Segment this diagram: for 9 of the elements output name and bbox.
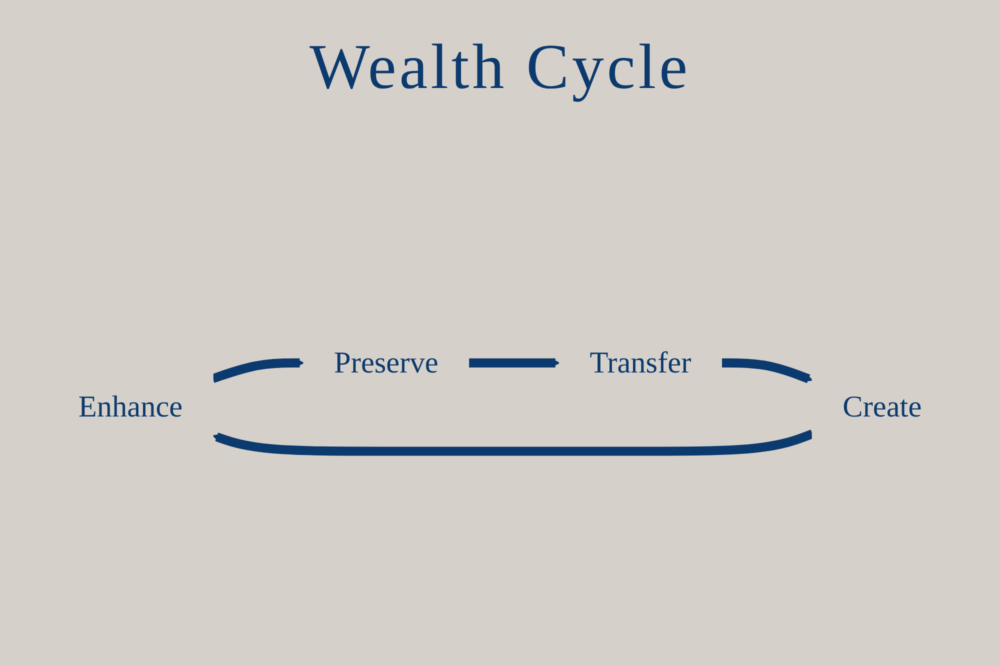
node-text: Transfer xyxy=(590,346,692,380)
node-text: Create xyxy=(842,390,922,424)
node-text: Enhance xyxy=(78,390,183,424)
arrow xyxy=(468,358,560,368)
arrow xyxy=(722,358,813,383)
arrow xyxy=(212,429,814,456)
diagram-title: Wealth Cycle xyxy=(308,30,692,104)
node-text: Preserve xyxy=(334,346,438,380)
arrow xyxy=(211,358,304,383)
